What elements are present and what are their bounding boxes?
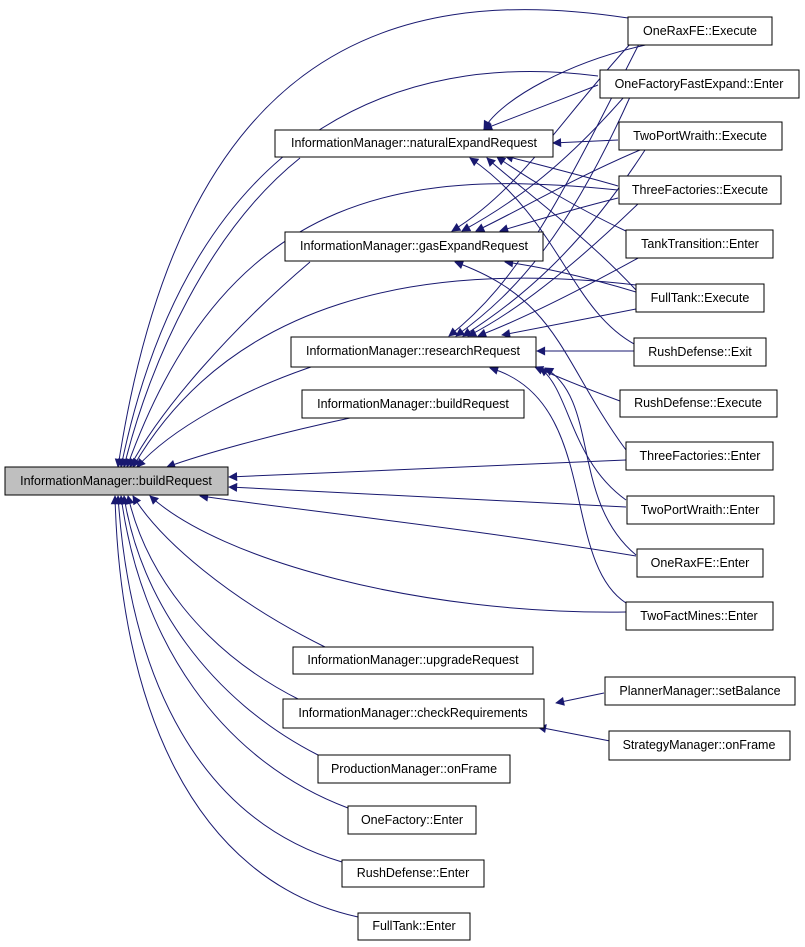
node-rushdefense-execute[interactable]: RushDefense::Execute	[619, 389, 778, 418]
node-threefactories-enter[interactable]: ThreeFactories::Enter	[625, 441, 774, 471]
edge-upgrade-to-root	[132, 495, 326, 648]
node-label: RushDefense::Enter	[357, 866, 470, 880]
node-label: PlannerManager::setBalance	[619, 684, 780, 698]
edge-twofactmines-enter-to-research	[489, 365, 627, 604]
nodes: InformationManager::buildRequest Informa…	[4, 16, 800, 941]
edge-threefactories-enter-to-gas	[454, 260, 627, 451]
node-onefactoryfastexpand-enter[interactable]: OneFactoryFastExpand::Enter	[599, 69, 800, 99]
edge-fulltank-execute-to-research	[501, 308, 637, 338]
node-label: ThreeFactories::Execute	[632, 183, 768, 197]
edge-threefactories-execute-to-natural	[504, 153, 619, 187]
node-label: FullTank::Enter	[372, 919, 455, 933]
edge-threefactories-execute-to-root	[125, 183, 619, 468]
node-upgrade-request[interactable]: InformationManager::upgradeRequest	[292, 646, 534, 675]
edge-fulltank-execute-to-natural	[486, 157, 637, 291]
edge-onefactoryfastexpand-enter-to-natural	[483, 84, 599, 131]
node-build-request-overload[interactable]: InformationManager::buildRequest	[301, 389, 525, 419]
node-check-requirements[interactable]: InformationManager::checkRequirements	[282, 698, 545, 729]
edges	[110, 9, 656, 918]
node-label: FullTank::Execute	[651, 291, 750, 305]
node-label: InformationManager::gasExpandRequest	[300, 239, 528, 253]
node-label: RushDefense::Execute	[634, 396, 762, 410]
node-twoportwraith-execute[interactable]: TwoPortWraith::Execute	[618, 121, 783, 151]
edge-twofactmines-enter-to-root	[149, 495, 627, 613]
edge-onefactory-enter-to-root	[117, 495, 349, 809]
edge-strategy-onframe-to-check	[537, 724, 611, 742]
node-label: TwoPortWraith::Execute	[633, 129, 767, 143]
node-label: TankTransition::Enter	[641, 237, 759, 251]
node-label: TwoPortWraith::Enter	[641, 503, 760, 517]
edge-tanktransition-enter-to-research	[477, 256, 641, 338]
node-planner-setbalance[interactable]: PlannerManager::setBalance	[604, 676, 796, 706]
node-label: OneFactory::Enter	[361, 813, 463, 827]
node-tanktransition-enter[interactable]: TankTransition::Enter	[625, 229, 774, 259]
edge-oneraxfe-execute-to-research	[448, 41, 641, 337]
edge-twoportwraith-enter-to-research	[539, 367, 627, 501]
node-label: InformationManager::buildRequest	[317, 397, 509, 411]
edge-threefactories-enter-to-root	[228, 459, 627, 482]
edge-twoportwraith-execute-to-natural	[552, 138, 619, 148]
node-label: OneRaxFE::Enter	[651, 556, 750, 570]
edge-oneraxfe-enter-to-root	[199, 492, 637, 557]
node-label: OneRaxFE::Execute	[643, 24, 757, 38]
node-label: ThreeFactories::Enter	[640, 449, 761, 463]
node-root-build-request[interactable]: InformationManager::buildRequest	[4, 466, 229, 496]
node-rushdefense-enter[interactable]: RushDefense::Enter	[341, 859, 485, 888]
node-threefactories-execute[interactable]: ThreeFactories::Execute	[618, 175, 782, 205]
edge-onefactoryfastexpand-enter-to-gas	[461, 96, 625, 232]
edge-threefactories-execute-to-gas	[499, 197, 619, 233]
node-research-request[interactable]: InformationManager::researchRequest	[290, 336, 537, 368]
edge-twoportwraith-execute-to-gas	[475, 149, 641, 232]
edge-oneraxfe-enter-to-research	[544, 367, 637, 556]
edge-oneraxfe-execute-to-root	[114, 9, 629, 468]
edge-tanktransition-enter-to-natural	[496, 156, 629, 233]
edge-gas-expand-to-root	[129, 261, 311, 468]
node-label: InformationManager::researchRequest	[306, 344, 521, 358]
edge-threefactories-execute-to-research	[467, 201, 641, 337]
node-label: InformationManager::naturalExpandRequest	[291, 136, 538, 150]
edge-research-to-root	[136, 363, 321, 468]
edge-production-onframe-to-root	[120, 495, 319, 756]
node-natural-expand-request[interactable]: InformationManager::naturalExpandRequest	[274, 129, 554, 158]
node-twoportwraith-enter[interactable]: TwoPortWraith::Enter	[626, 495, 775, 525]
edge-planner-setbalance-to-check	[555, 692, 605, 706]
node-fulltank-enter[interactable]: FullTank::Enter	[357, 912, 471, 941]
edge-buildrequest-overload-to-root	[166, 417, 351, 469]
node-twofactmines-enter[interactable]: TwoFactMines::Enter	[625, 601, 774, 631]
node-label: TwoFactMines::Enter	[640, 609, 757, 623]
node-strategy-onframe[interactable]: StrategyManager::onFrame	[608, 730, 791, 761]
edge-rushdefense-exit-to-natural	[469, 157, 637, 346]
node-label: InformationManager::buildRequest	[20, 474, 212, 488]
edge-fulltank-execute-to-root	[132, 277, 637, 468]
node-oneraxfe-execute[interactable]: OneRaxFE::Execute	[627, 16, 773, 46]
edge-onefactoryfastexpand-enter-to-research	[455, 96, 631, 337]
edge-fulltank-execute-to-gas	[504, 258, 637, 293]
node-label: ProductionManager::onFrame	[331, 762, 497, 776]
node-production-manager-onframe[interactable]: ProductionManager::onFrame	[317, 754, 511, 784]
edge-check-requirements-to-root	[125, 495, 301, 701]
edge-fulltank-enter-to-root	[110, 495, 359, 918]
node-gas-expand-request[interactable]: InformationManager::gasExpandRequest	[284, 231, 544, 262]
node-label: StrategyManager::onFrame	[623, 738, 776, 752]
node-label: RushDefense::Exit	[648, 345, 752, 359]
node-rushdefense-exit[interactable]: RushDefense::Exit	[633, 337, 767, 367]
node-label: InformationManager::upgradeRequest	[307, 653, 519, 667]
node-label: InformationManager::checkRequirements	[298, 706, 527, 720]
node-onefactory-enter[interactable]: OneFactory::Enter	[347, 805, 477, 835]
node-oneraxfe-enter[interactable]: OneRaxFE::Enter	[636, 548, 764, 578]
node-fulltank-execute[interactable]: FullTank::Execute	[635, 283, 765, 313]
node-label: OneFactoryFastExpand::Enter	[615, 77, 784, 91]
edge-natural-expand-to-root	[121, 157, 301, 468]
edge-rushdefense-enter-to-root	[114, 495, 343, 863]
edge-twoportwraith-enter-to-root	[228, 482, 627, 508]
